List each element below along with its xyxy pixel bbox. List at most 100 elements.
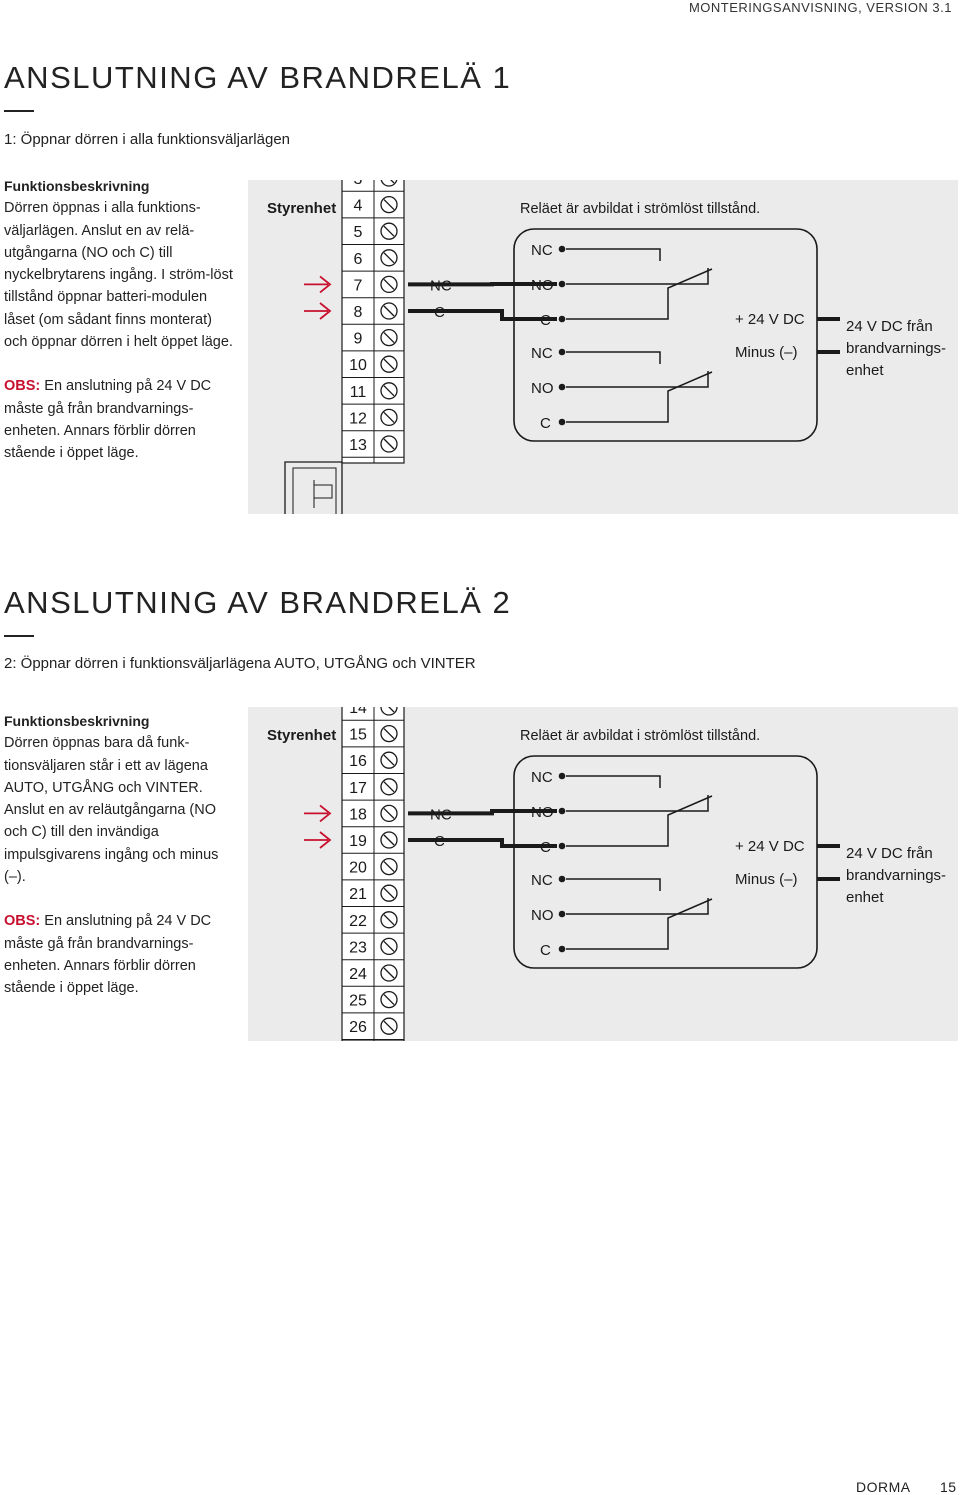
footer-page-number: 15 [940, 1479, 957, 1495]
section1-title: ANSLUTNING AV BRANDRELÄ 1 [4, 60, 512, 95]
wire-c [408, 838, 557, 848]
screw-slot [383, 914, 395, 926]
screw-slot [383, 967, 395, 979]
power-source-label-line-1: brandvarnings- [846, 867, 946, 884]
switch-no-line [566, 898, 709, 915]
relay-contact-dot-4 [558, 910, 566, 918]
connector-plug-icon [313, 480, 333, 508]
terminal-number-14: 14 [349, 707, 367, 717]
section1-desc-body: Dörren öppnas i alla funktions-väljarläg… [4, 200, 233, 351]
screw-slot [383, 940, 395, 952]
terminal-arrow-icon [304, 275, 332, 294]
section2-subtitle: 2: Öppnar dörren i funktionsväljarlägena… [4, 655, 476, 672]
screw-slot [383, 252, 395, 264]
section1-title-rule [4, 110, 34, 112]
terminal-number-21: 21 [349, 886, 367, 903]
relay-contact-dot-5 [558, 945, 566, 953]
screw-slot [383, 358, 395, 370]
relay-contact-label-5: C [540, 942, 551, 959]
terminal-number-12: 12 [349, 410, 367, 427]
screw-slot [383, 807, 395, 819]
screw-slot [383, 332, 395, 344]
section1-obs-label: OBS: [4, 378, 41, 395]
terminal-number-7: 7 [354, 277, 363, 294]
section2-desc-body: Dörren öppnas bara då funk-tionsväljaren… [4, 735, 219, 886]
section1-wiring-diagram: Styrenhet345678910111213NCCReläet är avb… [248, 180, 958, 514]
terminal-number-19: 19 [349, 833, 367, 850]
connector-outline [284, 461, 343, 514]
relay-contact-dot-3 [558, 348, 566, 356]
power-label-minus: Minus (–) [735, 344, 798, 361]
terminal-number-5: 5 [354, 224, 363, 241]
relay-caption: Reläet är avbildat i strömlöst tillstånd… [520, 201, 760, 217]
screw-slot [383, 887, 395, 899]
switch-nc-line [566, 878, 661, 891]
relay-contact-label-0: NC [531, 769, 553, 786]
power-source-label-line-2: enhet [846, 889, 884, 906]
document-version: MONTERINGSANVISNING, VERSION 3.1 [688, 0, 952, 15]
relay-contact-dot-5 [558, 418, 566, 426]
relay-contact-dot-0 [558, 245, 566, 253]
wire-nc [408, 809, 557, 816]
terminal-number-22: 22 [349, 913, 367, 930]
terminal-number-8: 8 [354, 304, 363, 321]
screw-slot [383, 754, 395, 766]
screw-slot [390, 180, 395, 184]
relay-box [513, 755, 818, 969]
relay-contact-label-5: C [540, 415, 551, 432]
controller-unit-label: Styrenhet [267, 727, 336, 744]
section2-title: ANSLUTNING AV BRANDRELÄ 2 [4, 585, 512, 620]
screw-slot [383, 411, 395, 423]
wire-c [408, 309, 557, 321]
power-label-plus: + 24 V DC [735, 838, 805, 855]
screw-slot [383, 278, 395, 290]
switch-common-lever [566, 795, 713, 847]
screw-slot [383, 199, 395, 211]
section2-obs-label: OBS: [4, 913, 41, 930]
screw-slot [383, 438, 395, 450]
screw-slot [383, 305, 395, 317]
terminal-arrow-icon [304, 804, 332, 823]
power-source-label-line-2: enhet [846, 362, 884, 379]
power-source-label-line-1: brandvarnings- [846, 340, 946, 357]
relay-contact-dot-1 [558, 280, 566, 288]
section2-desc-heading: Funktionsbeskrivning [4, 713, 150, 729]
screw-slot [383, 781, 395, 793]
section1-subtitle: 1: Öppnar dörren i alla funktionsväljarl… [4, 131, 291, 148]
terminal-number-10: 10 [349, 357, 367, 374]
section2-wiring-diagram: Styrenhet1415161718192021222324252627NCC… [248, 707, 958, 1041]
terminal-number-20: 20 [349, 860, 367, 877]
terminal-number-11: 11 [350, 384, 367, 401]
power-label-plus: + 24 V DC [735, 311, 805, 328]
relay-contact-label-4: NO [531, 907, 554, 924]
screw-slot [383, 225, 395, 237]
terminal-number-15: 15 [349, 727, 367, 744]
connector-inner [292, 467, 337, 514]
terminal-number-6: 6 [354, 251, 363, 268]
screw-slot [383, 1020, 395, 1032]
relay-contact-label-1: NO [531, 277, 554, 294]
switch-nc-line [566, 775, 661, 788]
relay-contact-label-2: C [540, 312, 551, 329]
section2-obs-text: En anslutning på 24 V DC måste gå från b… [4, 913, 212, 997]
power-source-label-line-0: 24 V DC från [846, 318, 933, 335]
terminal-number-3: 3 [354, 180, 363, 188]
power-label-minus: Minus (–) [735, 871, 798, 888]
switch-common-lever [566, 371, 713, 423]
terminal-screw-icon [380, 707, 398, 716]
terminal-number-24: 24 [349, 966, 367, 983]
terminal-number-23: 23 [349, 939, 367, 956]
screw-slot [383, 728, 395, 740]
switch-no-line [566, 371, 709, 388]
terminal-arrow-icon [304, 302, 332, 320]
relay-contact-dot-4 [558, 383, 566, 391]
section2-title-rule [4, 635, 34, 637]
switch-no-line [566, 268, 709, 285]
relay-contact-dot-1 [558, 807, 566, 815]
section1-desc-heading: Funktionsbeskrivning [4, 178, 150, 194]
switch-no-line [566, 795, 709, 812]
switch-common-lever [566, 268, 713, 320]
relay-contact-label-3: NC [531, 872, 553, 889]
